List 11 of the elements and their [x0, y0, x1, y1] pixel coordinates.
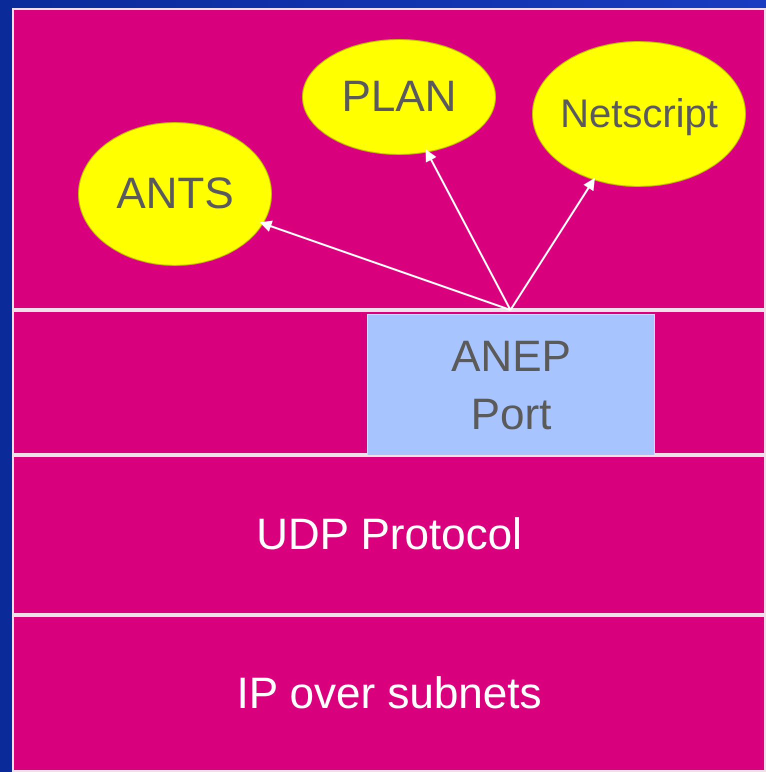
arrow — [425, 149, 512, 310]
port-box: ANEP Port — [367, 314, 655, 457]
protocol-layer: IP over subnets — [12, 615, 766, 772]
arrow — [510, 178, 596, 311]
system-ellipse: ANTS — [78, 122, 272, 266]
layer-band — [12, 8, 766, 310]
system-ellipse: PLAN — [302, 39, 496, 155]
layer-band — [12, 310, 766, 455]
protocol-layer: UDP Protocol — [12, 455, 766, 615]
arrow — [260, 220, 511, 311]
system-ellipse: Netscript — [532, 41, 746, 187]
